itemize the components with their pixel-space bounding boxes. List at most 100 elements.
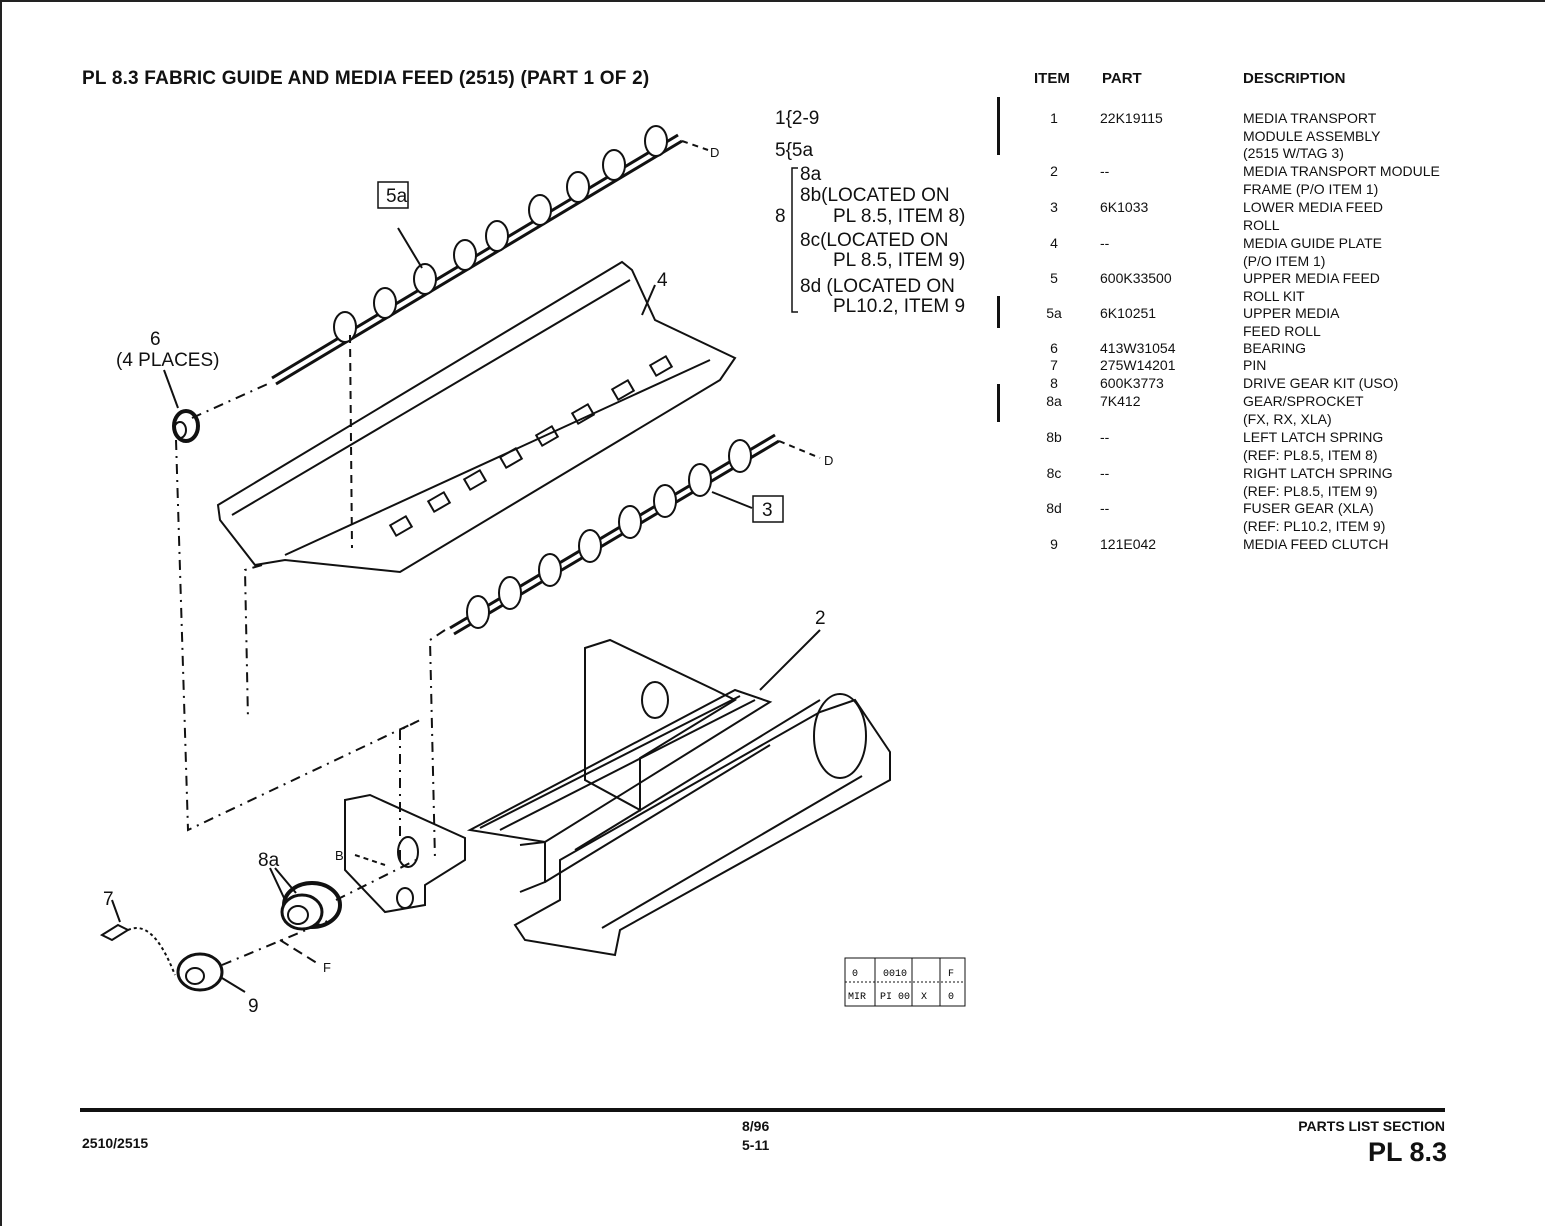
label-6-places: (4 PLACES) xyxy=(116,350,219,371)
item-number: 8 xyxy=(1050,375,1058,391)
part-description: BEARING xyxy=(1243,340,1307,356)
part-number: 275W14201 xyxy=(1100,357,1176,373)
stamp-cell: 0 xyxy=(852,969,858,980)
alignment-dash-mid xyxy=(243,564,263,721)
item-number: 1 xyxy=(1050,110,1058,126)
item-number: 8a xyxy=(1046,393,1062,409)
alignment-dash-right xyxy=(428,629,446,861)
part-description: LEFT LATCH SPRING (REF: PL8.5, ITEM 8) xyxy=(1243,429,1384,463)
part-number: -- xyxy=(1100,235,1110,251)
leader-2 xyxy=(759,629,821,691)
stamp-cell: 0 xyxy=(948,992,954,1003)
footer-rule xyxy=(80,1108,1445,1112)
label-b: B xyxy=(335,848,344,863)
f-leader xyxy=(279,939,321,966)
part-description: RIGHT LATCH SPRING (REF: PL8.5, ITEM 9) xyxy=(1243,465,1393,499)
label-f: F xyxy=(323,960,331,975)
leader-8a-1 xyxy=(274,867,297,894)
media-feed-clutch xyxy=(176,952,224,992)
transport-module-frame xyxy=(344,638,891,957)
label-3: 3 xyxy=(762,500,773,521)
part-number: 121E042 xyxy=(1100,536,1157,552)
part-number: 413W31054 xyxy=(1100,340,1176,356)
item-number: 8b xyxy=(1046,429,1062,445)
part-number: -- xyxy=(1100,429,1110,445)
leader-6 xyxy=(163,369,179,409)
item-number: 4 xyxy=(1050,235,1058,251)
drive-gear xyxy=(280,881,342,931)
lower-feed-roll-shaft xyxy=(449,433,780,636)
footer-page-number: 5-11 xyxy=(742,1137,770,1153)
revision-bar xyxy=(997,97,1000,155)
label-d-lower: D xyxy=(824,453,833,468)
part-description: LOWER MEDIA FEED ROLL xyxy=(1243,199,1384,233)
part-description: DRIVE GEAR KIT (USO) xyxy=(1243,375,1399,391)
part-number: -- xyxy=(1100,500,1110,516)
label-4: 4 xyxy=(657,270,668,291)
alignment-dash-5a xyxy=(349,334,353,549)
stamp-cell: X xyxy=(921,992,927,1003)
page-title: PL 8.3 FABRIC GUIDE AND MEDIA FEED (2515… xyxy=(82,68,650,89)
legend-item-8c-ref: PL 8.5, ITEM 9) xyxy=(833,250,965,271)
part-description: GEAR/SPROCKET (FX, RX, XLA) xyxy=(1243,393,1364,427)
part-description: UPPER MEDIA FEED ROLL KIT xyxy=(1243,270,1380,304)
part-description: MEDIA FEED CLUTCH xyxy=(1243,536,1389,552)
column-header-part: PART xyxy=(1102,70,1142,87)
d-leader-upper xyxy=(681,140,709,151)
label-7: 7 xyxy=(103,889,114,910)
item-number: 2 xyxy=(1050,163,1058,179)
stamp-cell: PI 00 xyxy=(880,992,910,1003)
leader-8a-2 xyxy=(269,867,286,901)
part-description: MEDIA TRANSPORT MODULE FRAME (P/O ITEM 1… xyxy=(1243,163,1440,197)
leader-5a xyxy=(397,227,423,269)
part-description: UPPER MEDIA FEED ROLL xyxy=(1243,305,1340,339)
part-number: 22K19115 xyxy=(1100,110,1163,126)
part-description: FUSER GEAR (XLA) (REF: PL10.2, ITEM 9) xyxy=(1243,500,1386,534)
leader-7 xyxy=(111,899,121,923)
alignment-dash-left xyxy=(175,439,421,832)
page-border-left xyxy=(0,0,2,1226)
part-number: -- xyxy=(1100,163,1110,179)
b-leader xyxy=(354,854,386,866)
part-number: -- xyxy=(1100,465,1110,481)
item-number: 7 xyxy=(1050,357,1058,373)
leader-4 xyxy=(641,284,656,316)
label-8a: 8a xyxy=(258,850,280,871)
column-header-description: DESCRIPTION xyxy=(1243,70,1346,87)
pin-lanyard xyxy=(127,927,176,976)
item-number: 8c xyxy=(1046,465,1062,481)
item-number: 6 xyxy=(1050,340,1058,356)
item-number: 5a xyxy=(1046,305,1062,321)
footer-models: 2510/2515 xyxy=(82,1135,149,1151)
legend-item-8d: 8d (LOCATED ON xyxy=(800,276,955,297)
revision-bar xyxy=(997,384,1000,422)
part-number: 600K3773 xyxy=(1100,375,1164,391)
legend-item-5: 5{5a xyxy=(775,140,813,161)
revision-bar xyxy=(997,296,1000,328)
label-d-upper: D xyxy=(710,145,719,160)
stamp-cell: MIR xyxy=(848,992,866,1003)
legend-item-8b: 8b(LOCATED ON xyxy=(800,185,950,206)
part-number: 6K1033 xyxy=(1100,199,1149,215)
part-number: 7K412 xyxy=(1100,393,1141,409)
part-description: PIN xyxy=(1243,357,1267,373)
column-header-item: ITEM xyxy=(1034,70,1070,87)
bearing-part xyxy=(172,381,273,443)
clutch-alignment-line xyxy=(221,919,331,966)
callout-box-5a xyxy=(377,181,409,209)
label-6: 6 xyxy=(150,329,161,350)
item-number: 3 xyxy=(1050,199,1058,215)
legend-item-8d-ref: PL10.2, ITEM 9 xyxy=(833,296,965,317)
lower-feed-roll-rollers xyxy=(466,439,752,629)
stamp-cell: 0010 xyxy=(883,969,907,980)
legend-item-1: 1{2-9 xyxy=(775,108,819,129)
legend-item-8b-ref: PL 8.5, ITEM 8) xyxy=(833,206,965,227)
upper-feed-roll-rollers xyxy=(333,125,668,343)
legend-item-8c: 8c(LOCATED ON xyxy=(800,230,949,251)
callout-box-3 xyxy=(752,495,784,523)
part-description: MEDIA GUIDE PLATE (P/O ITEM 1) xyxy=(1243,235,1382,269)
revision-stamp xyxy=(844,957,966,1007)
leader-3 xyxy=(711,491,753,509)
part-number: 600K33500 xyxy=(1100,270,1172,286)
